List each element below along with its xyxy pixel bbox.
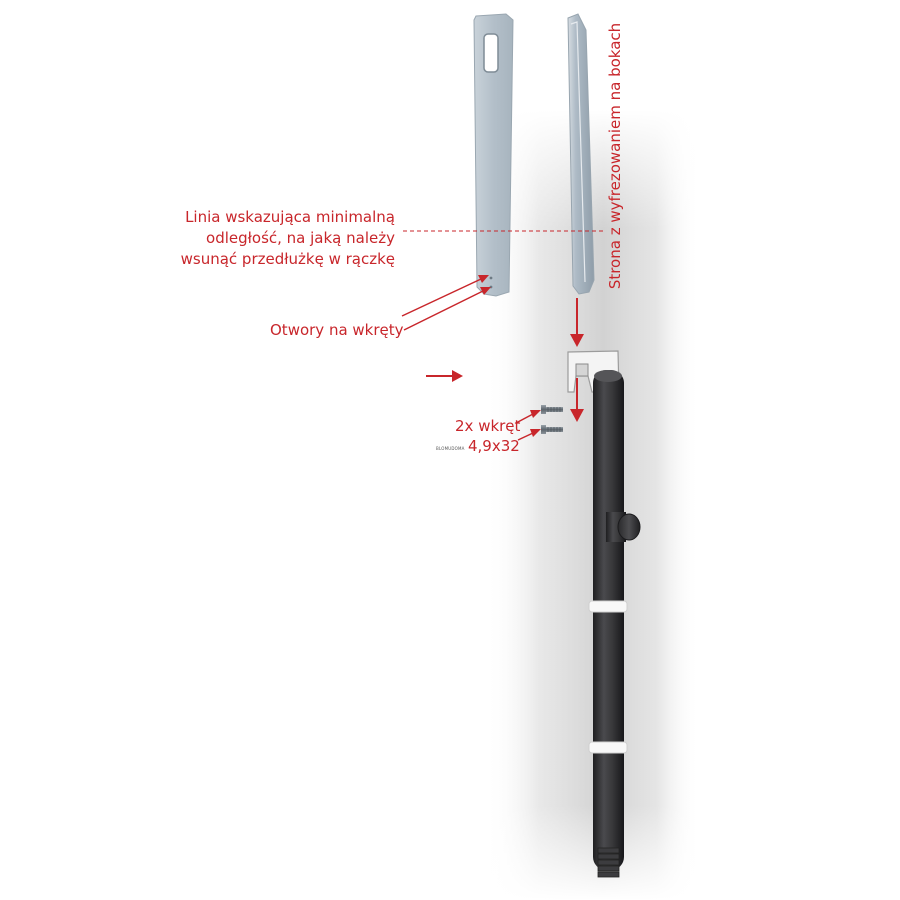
min-insertion-line-label: Linia wskazująca minimalną odległość, na…: [181, 207, 395, 270]
pole-thread-end: [597, 847, 620, 878]
min-insertion-line-text-1: Linia wskazująca minimalną: [185, 208, 395, 226]
arrow-icon-down-to-bracket: [570, 298, 584, 347]
plate-slot: [483, 33, 499, 73]
screws-count-label: 2x wkręt: [455, 417, 521, 435]
tiny-watermark-text: BLOMUDOMA: [436, 446, 465, 451]
screw-icon-lower: [541, 425, 563, 434]
screw-hole-upper: [489, 276, 493, 280]
screw-icon-upper: [541, 405, 563, 414]
arrow-icon-to-screws: [515, 410, 541, 441]
screws-size-label: 4,9x32: [468, 437, 520, 455]
extension-plate-front-icon: [473, 13, 514, 297]
pole-ring-lower: [588, 741, 628, 754]
pole-handle-icon: [588, 370, 641, 878]
screw-holes-label: Otwory na wkręty: [270, 321, 404, 339]
extension-plate-side-icon: [567, 13, 595, 295]
arrow-icon-left: [426, 370, 463, 382]
min-insertion-line-text-3: wsunąć przedłużkę w rączkę: [180, 250, 395, 268]
pole-ring-upper: [588, 600, 628, 613]
milled-side-text: Strona z wyfrezowaniem na bokach: [606, 22, 624, 290]
arrow-icon-to-holes: [401, 275, 491, 331]
arrow-icon-down-from-bracket: [570, 378, 584, 422]
min-insertion-line-text-2: odległość, na jaką należy: [206, 229, 395, 247]
locking-knob-icon: [617, 513, 641, 541]
